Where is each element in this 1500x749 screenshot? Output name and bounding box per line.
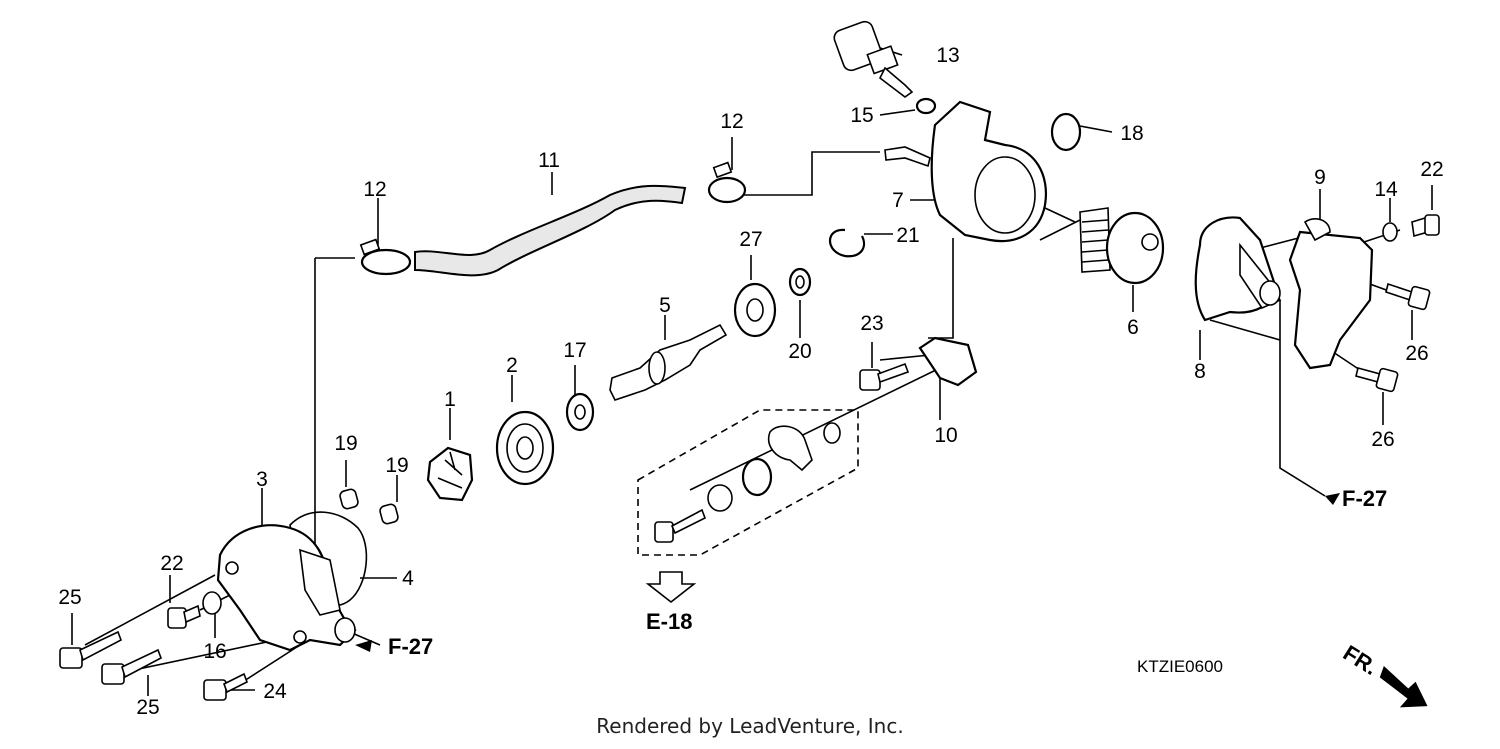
callout-10: 10 xyxy=(934,424,957,447)
part-27-bearing xyxy=(733,282,777,338)
callout-14: 14 xyxy=(1374,178,1398,201)
callout-1: 1 xyxy=(444,388,456,411)
callout-19-lower: 19 xyxy=(385,454,408,477)
callout-11: 11 xyxy=(538,149,560,172)
callout-26-upper: 26 xyxy=(1405,342,1428,365)
part-15-washer xyxy=(915,97,937,115)
callout-19-upper: 19 xyxy=(334,432,357,455)
part-22-bolt-right xyxy=(1411,214,1440,238)
part-25-bolt-lower xyxy=(101,648,162,685)
part-11-hose xyxy=(414,184,687,277)
part-10-bracket xyxy=(918,336,978,387)
part-12-hose-clamp-right xyxy=(707,161,747,204)
reference-f27-right[interactable]: F-27 xyxy=(1342,486,1387,511)
reference-e18[interactable]: E-18 xyxy=(646,609,692,634)
callout-12-left: 12 xyxy=(363,178,386,201)
front-direction-arrow: FR. xyxy=(1339,640,1428,708)
footer-credit: Rendered by LeadVenture, Inc. xyxy=(596,714,904,738)
callout-18: 18 xyxy=(1120,122,1143,145)
part-14-washer xyxy=(1382,222,1398,242)
callout-3: 3 xyxy=(256,468,268,491)
callout-21: 21 xyxy=(896,224,919,247)
part-23-bolt xyxy=(859,362,910,391)
callout-25-upper: 25 xyxy=(58,586,81,609)
part-1-impeller xyxy=(426,446,474,502)
callout-4: 4 xyxy=(402,567,414,590)
f-27-arrow-left xyxy=(355,640,372,652)
callout-9: 9 xyxy=(1314,166,1326,189)
callout-2: 2 xyxy=(506,354,518,377)
part-16-washer xyxy=(202,591,222,615)
callout-17: 17 xyxy=(563,339,586,362)
part-21-circlip xyxy=(829,228,866,258)
callout-12-right: 12 xyxy=(720,110,743,133)
callout-15: 15 xyxy=(850,104,873,127)
callout-22-right: 22 xyxy=(1420,158,1443,181)
part-7-thermostat-housing xyxy=(884,100,1048,243)
callout-5: 5 xyxy=(659,294,671,317)
front-marker-label: FR. xyxy=(1339,640,1382,680)
part-26-bolt-lower xyxy=(1355,367,1399,393)
callout-24: 24 xyxy=(263,680,287,703)
part-22-bolt-left xyxy=(167,604,201,629)
part-19-dowel-pin-lower xyxy=(379,503,399,525)
callout-7: 7 xyxy=(892,189,904,212)
part-25-bolt-upper xyxy=(59,630,122,669)
e-18-arrow xyxy=(645,571,697,604)
callout-23: 23 xyxy=(860,312,883,335)
f-27-arrow-right xyxy=(1325,493,1340,505)
callout-numbers: 1 2 3 4 5 6 7 8 9 10 11 12 12 13 14 15 1… xyxy=(58,44,1443,719)
part-9-bracket xyxy=(1288,218,1374,370)
callout-27: 27 xyxy=(739,228,762,251)
part-20-seal xyxy=(788,267,812,297)
part-18-o-ring xyxy=(1050,112,1082,152)
diagram-code: KTZIE0600 xyxy=(1137,657,1223,676)
part-6-thermostat xyxy=(1079,207,1165,285)
callout-26-lower: 26 xyxy=(1371,428,1394,451)
part-2-mechanical-seal xyxy=(495,410,555,486)
reference-f27-left[interactable]: F-27 xyxy=(388,634,433,659)
part-17-oil-seal xyxy=(565,392,595,432)
part-19-dowel-pin-upper xyxy=(339,488,359,510)
part-26-bolt-upper xyxy=(1385,282,1431,311)
part-12-hose-clamp-left xyxy=(359,238,412,276)
bolt-kit-group xyxy=(637,409,859,556)
callout-13: 13 xyxy=(936,44,959,67)
part-8-water-joint xyxy=(1194,216,1282,322)
callout-6: 6 xyxy=(1127,316,1139,339)
callout-16: 16 xyxy=(203,640,226,663)
callout-20: 20 xyxy=(788,340,811,363)
callout-22-left: 22 xyxy=(160,552,183,575)
part-24-bolt xyxy=(203,672,249,701)
callout-8: 8 xyxy=(1194,360,1206,383)
part-5-pump-shaft xyxy=(609,323,728,401)
callout-25-lower: 25 xyxy=(136,696,159,719)
part-13-temp-sensor xyxy=(833,20,914,98)
part-3-pump-cover xyxy=(216,524,357,652)
